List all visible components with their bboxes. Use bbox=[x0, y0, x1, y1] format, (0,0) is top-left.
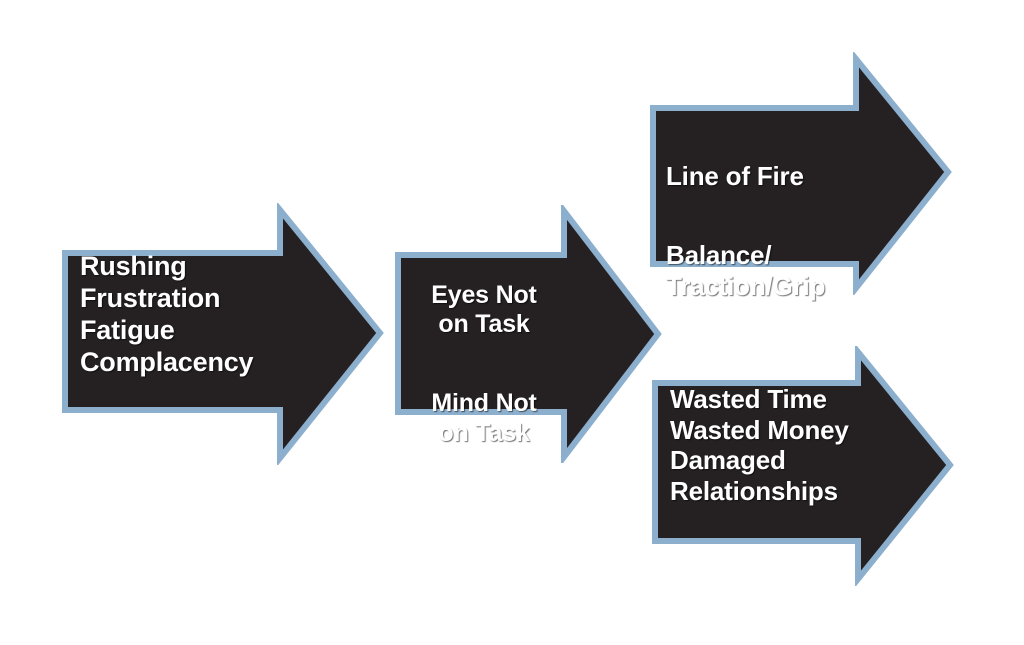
attention-state-arrow[interactable]: Eyes Not on Task Mind Not on Task bbox=[392, 205, 664, 463]
arrow-shape-right bbox=[650, 52, 952, 295]
human-factors-arrow[interactable]: Rushing Frustration Fatigue Complacency bbox=[58, 203, 388, 465]
arrow-shape-right bbox=[395, 205, 662, 463]
arrow-shape-right bbox=[652, 346, 954, 586]
hazard-outcome-arrow[interactable]: Line of Fire Balance/ Traction/Grip bbox=[646, 52, 954, 301]
cost-outcome-arrow[interactable]: Wasted Time Wasted Money Damaged Relatio… bbox=[648, 346, 956, 586]
arrow-shape-right bbox=[62, 203, 384, 465]
